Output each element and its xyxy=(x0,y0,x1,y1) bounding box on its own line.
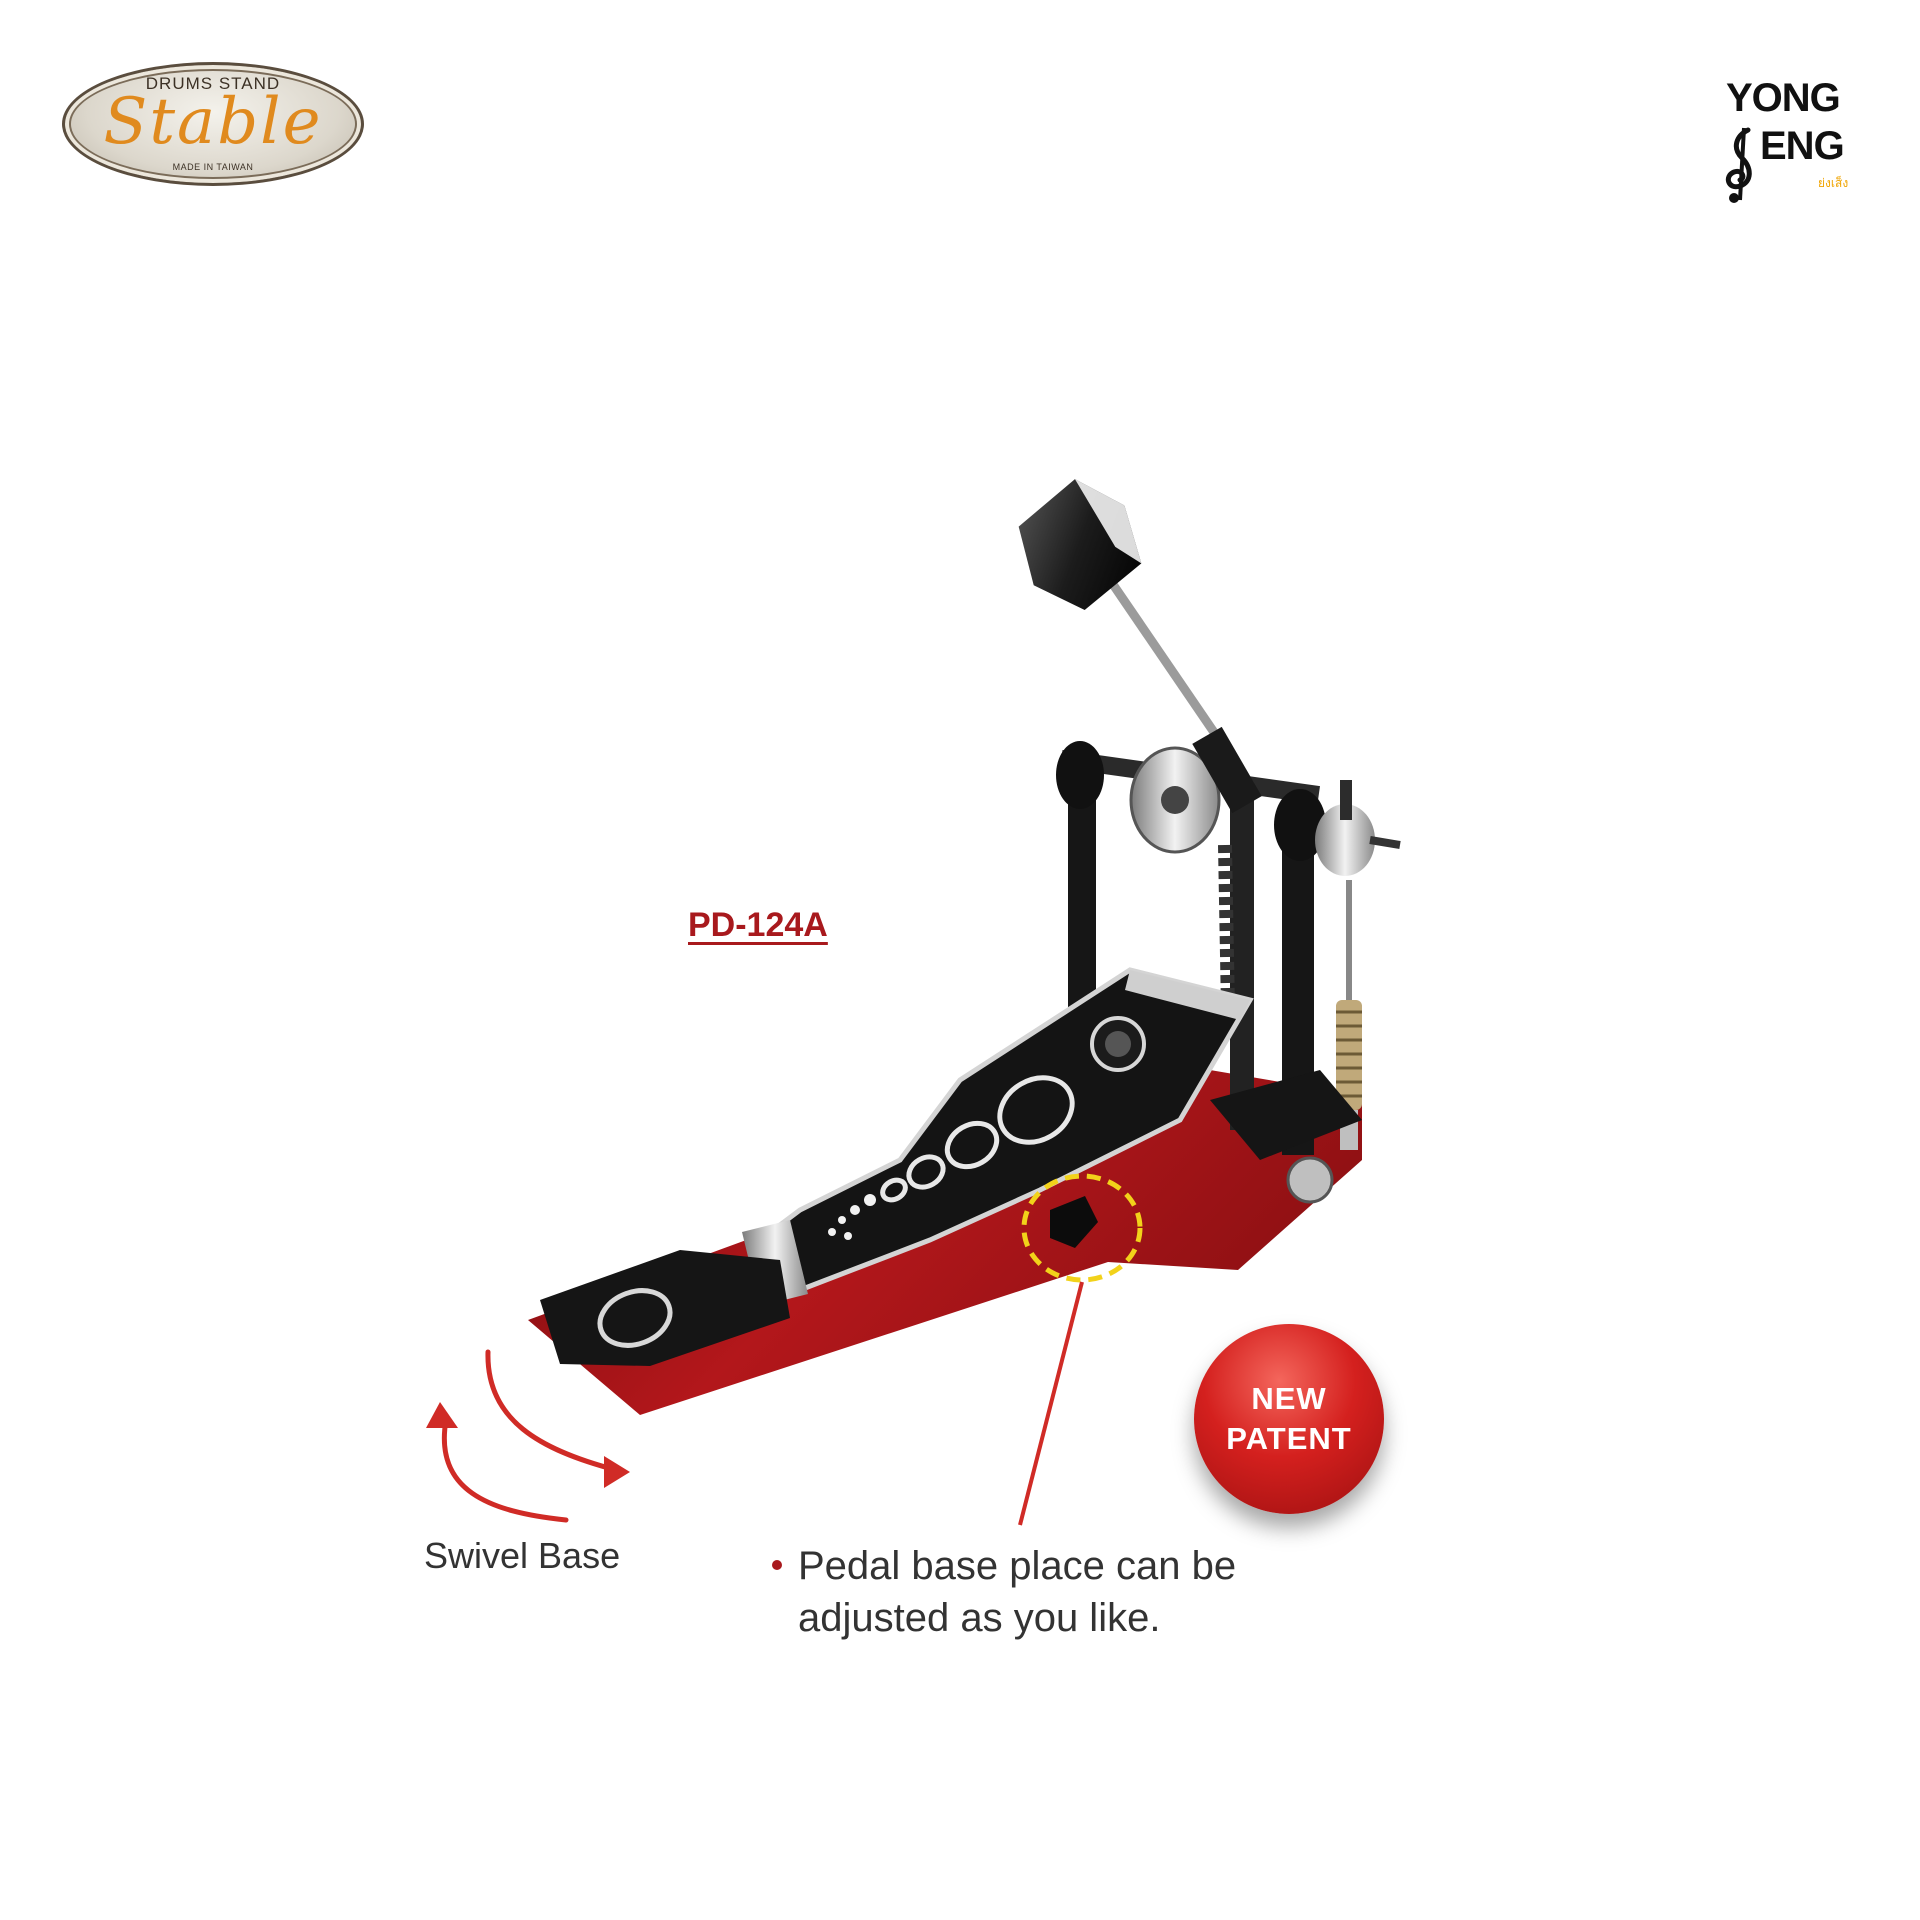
badge-line-patent: PATENT xyxy=(1226,1421,1352,1456)
feature-description: Pedal base place can be adjusted as you … xyxy=(798,1540,1358,1644)
yongseng-logo-line2: ENG xyxy=(1760,124,1845,168)
footboard-holes xyxy=(880,1075,1075,1203)
stable-logo-top-text: DRUMS STAND xyxy=(145,74,281,93)
hoop-clamp xyxy=(1315,804,1375,876)
yongseng-logo-line1: YONG xyxy=(1726,76,1841,120)
swivel-arrow-head-right xyxy=(604,1456,630,1488)
bass-drum-pedal-illustration xyxy=(426,479,1401,1526)
axle-cap-right xyxy=(1274,789,1326,861)
footboard-trim xyxy=(1125,970,1250,1020)
swivel-arrow-head-up xyxy=(426,1402,458,1428)
drive-chain xyxy=(1218,844,1235,1011)
axle-cap-left xyxy=(1056,741,1104,809)
stable-logo-oval xyxy=(62,62,364,186)
model-number: PD-124A xyxy=(688,906,828,944)
stable-logo-script-text: Stable xyxy=(103,85,323,159)
tension-spring xyxy=(1336,880,1362,1150)
adjust-highlight-circle xyxy=(1021,1173,1143,1283)
beater-holder xyxy=(1192,726,1262,814)
heel-block xyxy=(1210,1070,1362,1160)
stable-logo: DRUMS STAND Stable MADE IN TAIWAN xyxy=(62,62,364,186)
swivel-arrows xyxy=(441,1349,619,1523)
swivel-base-label: Swivel Base xyxy=(424,1535,621,1576)
feature-bullet-icon xyxy=(772,1560,782,1570)
heel-wheel xyxy=(1286,1156,1334,1204)
cam-hub xyxy=(1161,786,1189,814)
feature-line-1: Pedal base place can be xyxy=(798,1544,1237,1588)
new-patent-badge: NEW PATENT xyxy=(1194,1324,1384,1514)
heel-plate-ring xyxy=(597,1288,673,1348)
clamp-post xyxy=(1340,780,1352,820)
footboard-dots xyxy=(828,1194,876,1240)
treble-clef-icon xyxy=(1725,127,1752,203)
yongseng-logo-thai-text: ย่งเส็ง xyxy=(1818,176,1849,190)
footboard-badge-inner xyxy=(1105,1031,1131,1057)
feature-line-2: adjusted as you like. xyxy=(798,1596,1161,1640)
beater-head xyxy=(1018,479,1142,610)
yongseng-logo: YONG ENG ย่งเส็ง xyxy=(1718,76,1878,216)
stable-logo-bottom-text: MADE IN TAIWAN xyxy=(172,162,254,172)
clamp-wingbolt xyxy=(1369,836,1401,849)
adjust-knob xyxy=(1050,1196,1098,1248)
callout-line xyxy=(1018,1281,1084,1526)
badge-line-new: NEW xyxy=(1251,1381,1327,1416)
